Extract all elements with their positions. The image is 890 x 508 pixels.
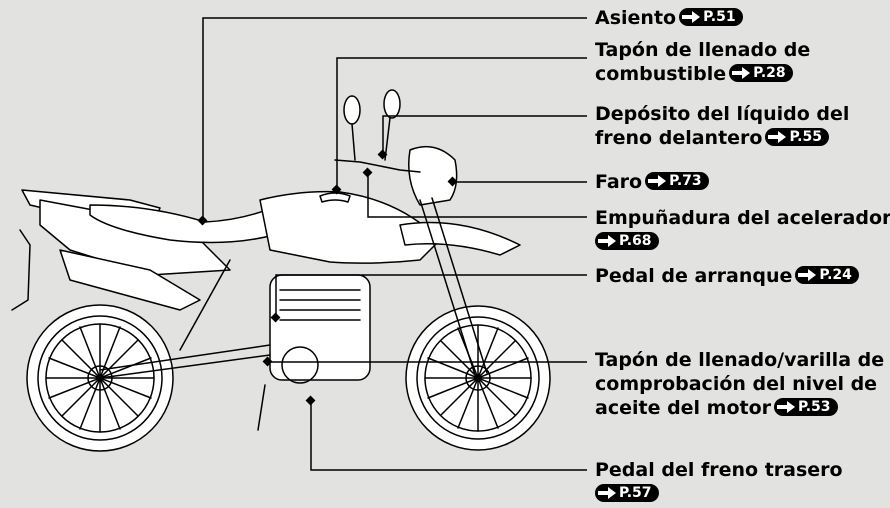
callout-seat: Asiento P.51 xyxy=(595,6,743,30)
license-bracket xyxy=(11,229,31,311)
tank-cap xyxy=(319,192,351,203)
page-reference-badge[interactable]: P.73 xyxy=(645,172,709,190)
motorcycle-illustration xyxy=(11,89,551,452)
page-ref: P.28 xyxy=(753,65,786,81)
callout-text: Faro xyxy=(595,171,643,193)
side-stand xyxy=(257,384,266,431)
page-reference-badge[interactable]: P.55 xyxy=(765,128,829,146)
page-reference-badge[interactable]: P.51 xyxy=(679,8,743,26)
page-ref: P.57 xyxy=(619,485,652,501)
leader-lines xyxy=(202,17,587,471)
handlebar xyxy=(334,159,421,173)
callout-text: Empuñadura del acelerador xyxy=(595,207,890,229)
page-ref: P.53 xyxy=(798,399,831,415)
callout-text-line2: comprobación del nivel de xyxy=(595,373,878,395)
callout-text: Asiento xyxy=(595,7,677,29)
callout-markers xyxy=(197,149,458,406)
right-arrow-icon xyxy=(777,401,796,413)
callout-oil-filler-dipstick: Tapón de llenado/varilla de comprobación… xyxy=(595,348,884,420)
front-wheel xyxy=(405,305,551,451)
page-ref: P.51 xyxy=(703,9,736,25)
right-arrow-icon xyxy=(798,269,817,281)
callout-text: Tapón de llenado/varilla de xyxy=(595,349,885,371)
page-ref: P.24 xyxy=(819,267,852,283)
right-arrow-icon xyxy=(682,11,701,23)
callout-rear-brake-pedal: Pedal del freno trasero P.57 xyxy=(595,458,843,506)
callout-text-line2: combustible xyxy=(595,63,727,85)
swingarm xyxy=(99,344,271,379)
page-reference-badge[interactable]: P.68 xyxy=(595,232,659,250)
callout-text: Pedal del freno trasero xyxy=(595,459,843,481)
page-ref: P.68 xyxy=(619,233,652,249)
left-mirror xyxy=(343,95,361,125)
page-ref: P.73 xyxy=(669,173,702,189)
callout-headlight: Faro P.73 xyxy=(595,170,709,194)
page-ref: P.55 xyxy=(789,129,822,145)
page-reference-badge[interactable]: P.57 xyxy=(595,484,659,502)
right-mirror xyxy=(383,89,401,119)
right-arrow-icon xyxy=(768,131,787,143)
page-reference-badge[interactable]: P.53 xyxy=(774,398,838,416)
front-fork xyxy=(419,197,488,376)
right-arrow-icon xyxy=(732,67,751,79)
callout-fuel-fill-cap: Tapón de llenado de combustible P.28 xyxy=(595,38,810,86)
callout-text: Depósito del líquido del xyxy=(595,103,850,125)
page-reference-badge[interactable]: P.28 xyxy=(729,64,793,82)
right-arrow-icon xyxy=(648,175,667,187)
callout-text-line2: freno delantero xyxy=(595,127,763,149)
right-arrow-icon xyxy=(598,487,616,499)
headlight-cowl xyxy=(408,145,458,206)
callout-front-brake-reservoir: Depósito del líquido del freno delantero… xyxy=(595,102,849,150)
right-arrow-icon xyxy=(598,235,616,247)
callout-text-line3: aceite del motor xyxy=(595,397,772,419)
callout-kickstarter: Pedal de arranque P.24 xyxy=(595,264,859,288)
callout-throttle-grip: Empuñadura del acelerador P.68 xyxy=(595,206,890,254)
fuel-tank xyxy=(259,190,441,264)
exhaust xyxy=(59,249,201,311)
callout-text: Pedal de arranque xyxy=(595,265,793,287)
rear-shock xyxy=(179,259,231,351)
page-reference-badge[interactable]: P.24 xyxy=(795,266,859,284)
callout-text: Tapón de llenado de xyxy=(595,39,811,61)
